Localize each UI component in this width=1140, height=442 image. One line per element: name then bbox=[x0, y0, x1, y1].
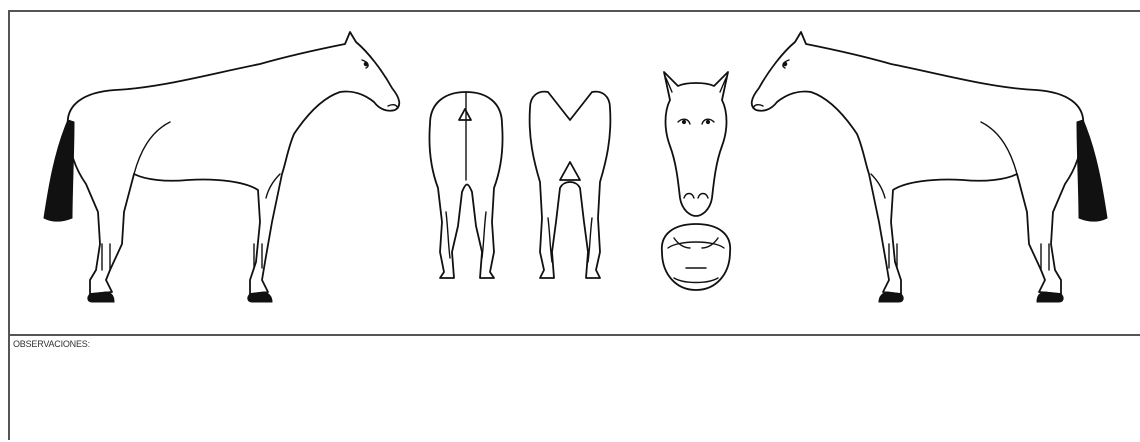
identification-form: OBSERVACIONES: bbox=[8, 10, 1140, 440]
horse-muzzle-icon bbox=[662, 224, 730, 290]
horse-diagrams bbox=[10, 12, 1140, 334]
markings-diagram-panel bbox=[10, 12, 1140, 336]
horse-head-front-icon bbox=[664, 72, 728, 216]
observations-field[interactable] bbox=[10, 352, 1140, 442]
horse-rear-view-icon bbox=[429, 92, 502, 278]
horse-left-side-icon bbox=[44, 32, 399, 302]
horse-right-side-icon bbox=[752, 32, 1107, 302]
observations-label: OBSERVACIONES: bbox=[13, 339, 90, 349]
horse-front-view-icon bbox=[530, 92, 611, 278]
